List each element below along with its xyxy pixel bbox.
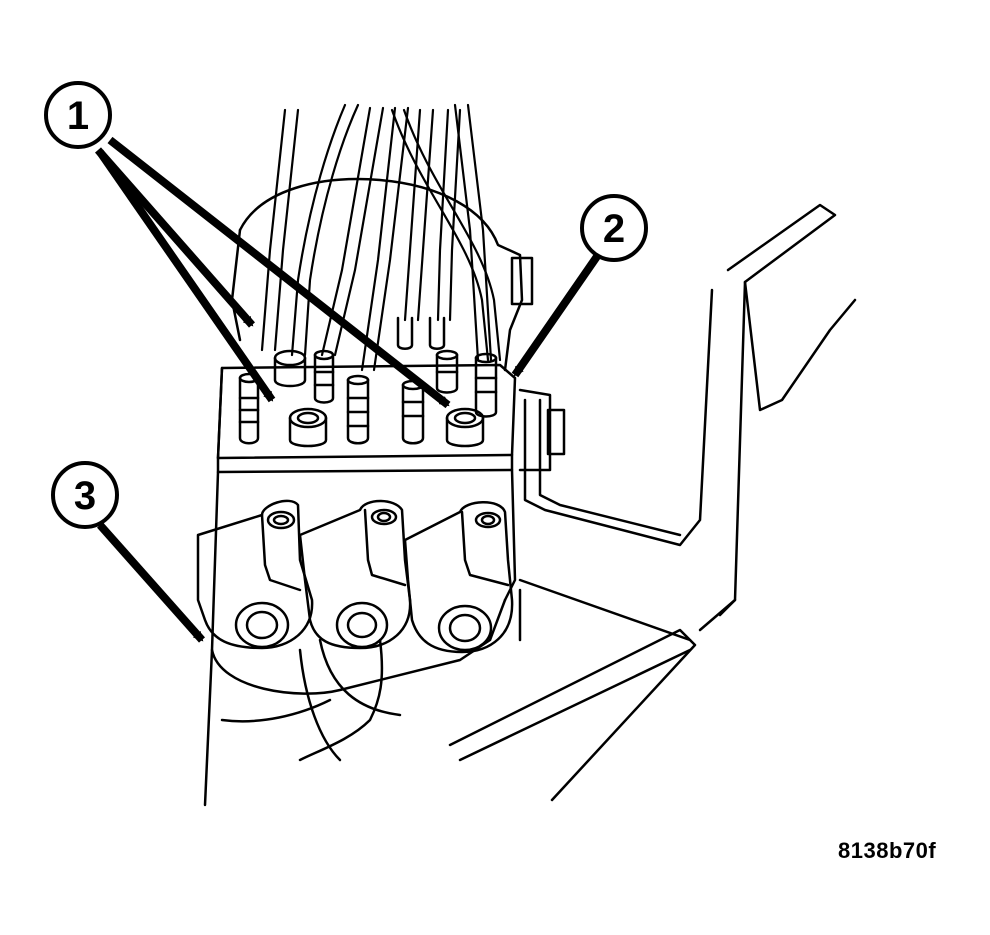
figure-id-label: 8138b70f	[838, 838, 937, 863]
callout-2-number: 2	[603, 207, 625, 251]
wiring-connectors	[196, 499, 514, 654]
hydraulic-control-unit	[216, 363, 517, 474]
callout-3-number: 3	[74, 474, 96, 518]
tube-fittings	[238, 316, 498, 448]
controller-housing	[203, 468, 517, 807]
callout-1-arrow-b	[96, 149, 276, 403]
body-panel	[698, 203, 857, 632]
callout-2-arrow	[511, 252, 602, 378]
callout-3-arrow	[97, 522, 205, 643]
callout-3: 3	[51, 461, 119, 529]
brake-lines	[260, 103, 502, 372]
leader-arrows	[94, 136, 602, 643]
mounting-bracket	[518, 288, 714, 547]
floor-pan	[448, 578, 697, 802]
callout-1-number: 1	[67, 94, 89, 138]
callout-2: 2	[580, 194, 648, 262]
callout-1: 1	[44, 81, 112, 149]
callout-1-arrow-c	[107, 136, 451, 409]
